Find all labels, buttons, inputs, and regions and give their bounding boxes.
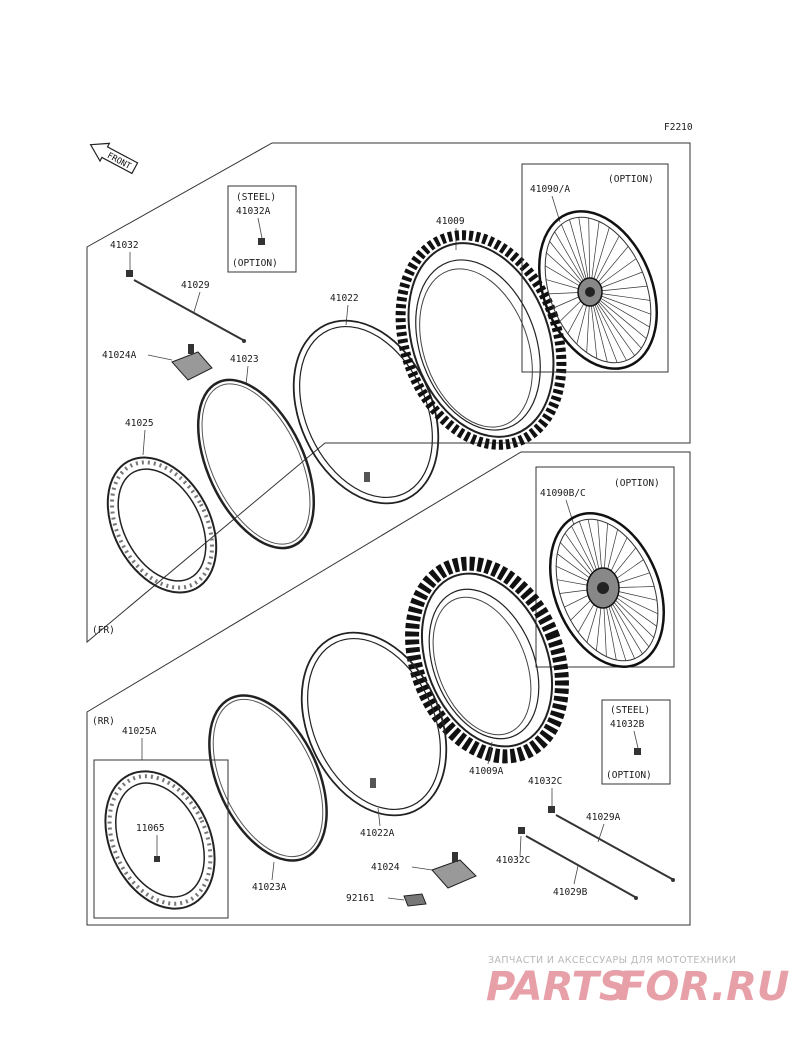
part-label-92161: 92161: [346, 893, 375, 904]
steel-title: (STEEL): [610, 705, 650, 716]
part-label-41032: 41032: [110, 240, 139, 251]
valve-icon: [370, 778, 376, 788]
part-label-41025A: 41025A: [122, 726, 157, 737]
steel-option-box-front: (STEEL) 41032A (OPTION): [227, 185, 297, 273]
tube-rear-icon: [300, 631, 448, 817]
part-label-41024: 41024: [371, 862, 400, 873]
part-label-41029B: 41029B: [553, 887, 588, 898]
nipple-icon: [518, 827, 525, 834]
rim-front-icon: [106, 456, 218, 594]
rim-strip-front-icon: [196, 378, 316, 550]
spoke-lower-icon: [525, 835, 636, 898]
part-label-41032C-upper: 41032C: [528, 776, 562, 787]
part-label-41025: 41025: [125, 418, 154, 429]
part-label-41029A: 41029A: [586, 812, 621, 823]
steel-option-box-rear: (STEEL) 41032B (OPTION): [601, 699, 671, 785]
valve-icon: [364, 472, 370, 482]
tire-rear-icon: [405, 556, 569, 764]
rim-strip-rear-icon: [208, 694, 328, 862]
option-note: (OPTION): [606, 770, 652, 781]
part-label-41032C-lower: 41032C: [496, 855, 530, 866]
watermark: ЗАПЧАСТИ И АКСЕССУАРЫ ДЛЯ МОТОТЕХНИКИ PA…: [486, 955, 789, 1010]
wheel-option-box-rear: 41090B/C (OPTION): [535, 466, 675, 668]
part-label-41029: 41029: [181, 280, 210, 291]
nipple-icon: [126, 270, 133, 277]
rim-rear-icon: [104, 770, 216, 910]
front-section-frame: [86, 142, 691, 644]
part-label-41009: 41009: [436, 216, 465, 227]
part-label-41090BC: 41090B/C: [540, 488, 586, 499]
tire-front-icon: [395, 230, 567, 450]
option-note: (OPTION): [232, 258, 278, 269]
part-label-41024A: 41024A: [102, 350, 137, 361]
tube-front-icon: [292, 319, 440, 505]
nut-icon: [634, 748, 641, 755]
part-label-41090A: 41090/A: [530, 184, 570, 195]
option-note: (OPTION): [614, 478, 660, 489]
spoke-upper-icon: [555, 814, 673, 880]
washer-icon: [403, 893, 427, 907]
rear-section-frame: [86, 451, 691, 926]
watermark-tagline: ЗАПЧАСТИ И АКСЕССУАРЫ ДЛЯ МОТОТЕХНИКИ: [488, 955, 736, 966]
rim-rear-box: [93, 759, 229, 919]
part-label-41023A: 41023A: [252, 882, 287, 893]
rim-lock-icon: [171, 344, 213, 381]
bolt-icon: [154, 856, 160, 862]
watermark-brand-left: PARTS: [486, 964, 628, 1010]
watermark-brand-right: FOR.RU: [618, 964, 789, 1010]
part-label-11065: 11065: [136, 823, 165, 834]
part-label-41032B: 41032B: [610, 719, 645, 730]
rear-section-label: (RR): [92, 716, 115, 727]
part-label-41023: 41023: [230, 354, 259, 365]
rim-lock-rear-icon: [431, 852, 477, 889]
part-label-41022: 41022: [330, 293, 359, 304]
nut-icon: [258, 238, 265, 245]
part-label-41022A: 41022A: [360, 828, 395, 839]
figure-code: F2210: [664, 122, 693, 133]
nipple-icon: [548, 806, 555, 813]
part-label-41009A: 41009A: [469, 766, 504, 777]
spoked-wheel-rear-icon: [548, 512, 666, 668]
steel-title: (STEEL): [236, 192, 276, 203]
part-label-41032A: 41032A: [236, 206, 271, 217]
spoke-icon: [133, 279, 244, 341]
option-note: (OPTION): [608, 174, 654, 185]
spoked-wheel-front-icon: [538, 210, 658, 370]
front-arrow-icon: FRONT: [89, 142, 139, 175]
front-section-label: (FR): [92, 625, 115, 636]
